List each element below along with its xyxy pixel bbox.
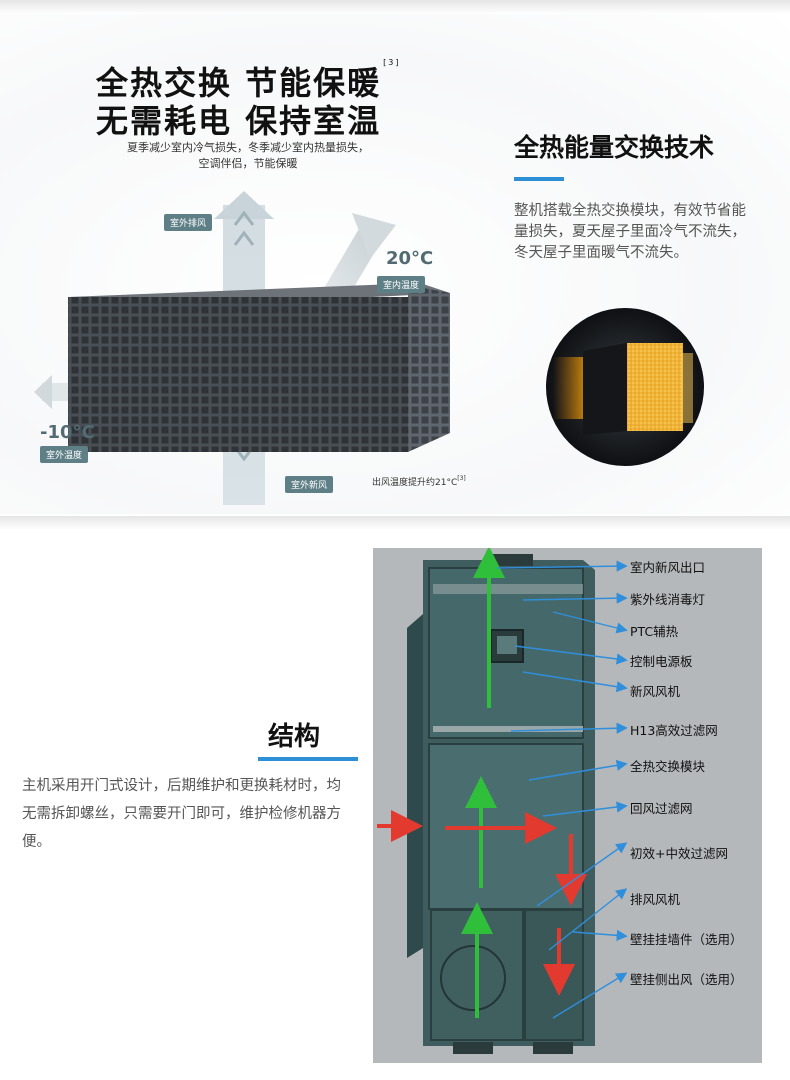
unit-cutaway-diagram	[377, 548, 628, 1054]
tag-indoor-temperature: 室内温度	[377, 276, 426, 293]
label-ptc-auxiliary-heating: PTC辅热	[630, 624, 679, 639]
tag-outdoor-exhaust: 室外排风	[164, 214, 213, 231]
glowing-core-module	[546, 308, 704, 466]
label-indoor-fresh-air-outlet: 室内新风出口	[630, 560, 706, 575]
top-divider	[0, 0, 790, 14]
middle-divider	[0, 516, 790, 530]
tech-title-underline	[514, 177, 564, 181]
headline-subnote: 夏季减少室内冷气损失，冬季减少室内热量损失， 空调伴侣，节能保暖	[88, 140, 408, 172]
structure-title-underline	[258, 757, 358, 761]
subnote-line2: 空调伴侣，节能保暖	[198, 157, 298, 170]
tech-description: 整机搭载全热交换模块，有效节省能量损失，夏天屋子里面冷气不流失，冬天屋子里面暖气…	[514, 203, 746, 261]
outdoor-temperature-value: -10°C	[40, 422, 95, 443]
label-primary-medium-filter: 初效+中效过滤网	[630, 846, 728, 861]
headline-line2: 无需耗电 保持室温	[96, 102, 382, 140]
air-temp-caption-superscript: [3]	[457, 475, 466, 482]
label-leader-lines	[496, 560, 628, 1019]
indoor-temperature-value: 20°C	[386, 248, 434, 269]
structure-title: 结构	[268, 722, 321, 752]
air-temp-caption-text: 出风温度提升约21°C	[372, 478, 458, 488]
exhaust-flow-arrows	[377, 810, 587, 996]
tag-outdoor-fresh-air: 室外新风	[285, 476, 334, 493]
label-exhaust-fan: 排风风机	[630, 892, 681, 907]
tag-outdoor-temperature: 室外温度	[40, 446, 89, 463]
subnote-line1: 夏季减少室内冷气损失，冬季减少室内热量损失，	[127, 141, 369, 154]
label-control-power-board: 控制电源板	[630, 654, 693, 669]
unit-cabinet	[407, 554, 595, 1054]
label-return-air-filter: 回风过滤网	[630, 801, 693, 816]
structure-description: 主机采用开门式设计，后期维护和更换耗材时，均无需拆卸螺丝，只需要开门即可，维护检…	[22, 778, 341, 850]
label-h13-hepa-filter: H13高效过滤网	[630, 723, 718, 738]
label-wall-side-outlet: 壁挂侧出风（选用）	[630, 972, 743, 987]
label-uv-sterilization-lamp: 紫外线消毒灯	[630, 592, 706, 607]
headline-line1-text: 全热交换 节能保暖	[96, 64, 382, 102]
headline-superscript: [3]	[383, 58, 401, 67]
heat-exchanger-illustration	[34, 191, 450, 505]
exchanger-core-icon	[68, 283, 450, 452]
air-temp-caption: 出风温度提升约21°C[3]	[372, 475, 466, 488]
label-wall-mount-bracket: 壁挂挂墙件（选用）	[630, 932, 743, 947]
label-heat-exchange-module: 全热交换模块	[630, 759, 706, 774]
tech-title: 全热能量交换技术	[514, 133, 715, 162]
fresh-air-flow-arrows	[461, 548, 505, 1018]
headline-line1: 全热交换 节能保暖[3]	[96, 58, 401, 104]
label-fresh-air-fan: 新风风机	[630, 684, 681, 699]
